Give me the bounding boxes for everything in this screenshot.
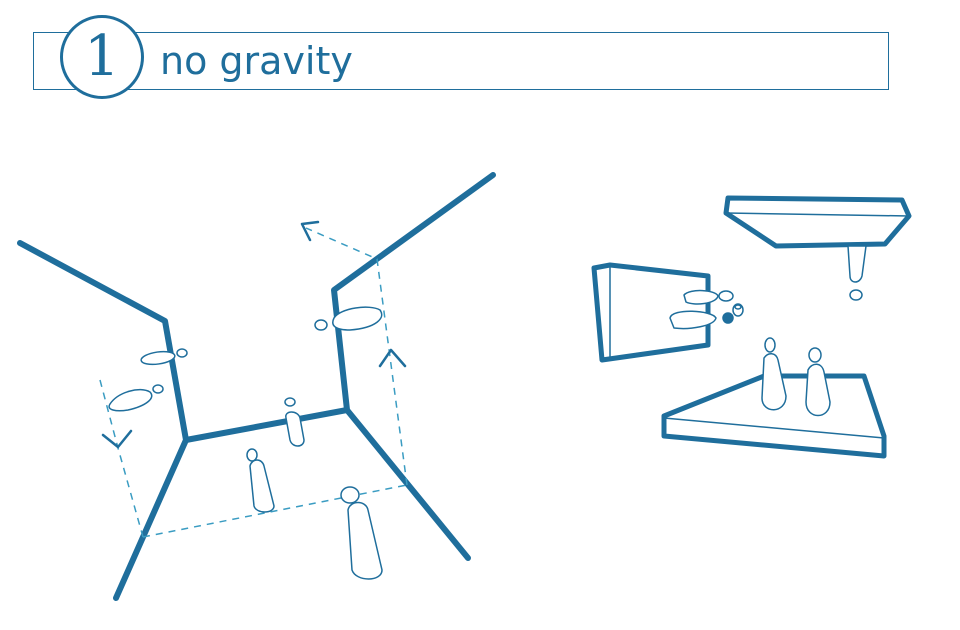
header-frame [33,32,889,90]
figure-left-wall-1 [140,348,188,366]
figure-floor-standing-1 [761,337,787,411]
figure-wall-upper [683,289,734,305]
dashed-path-floor [142,484,408,538]
step-number-badge: 1 [60,15,144,99]
arrow-left-icon [101,429,133,449]
rotation-arrows [101,220,407,449]
figure-ceiling-hanging [847,245,867,301]
figure-floor-front [340,486,383,580]
room-right-wall-edge [331,172,496,561]
floating-block-top [723,195,912,301]
dashed-path-right [305,227,408,486]
arrow-top-icon [300,220,320,242]
figures-left-room [108,306,383,580]
floating-block-floor [661,337,887,459]
figure-left-wall-2 [108,384,164,412]
figure-floor-standing-2 [805,347,831,417]
room-floor-back-edge [183,407,350,443]
floating-block-wall [591,262,744,363]
figure-right-wall [314,306,383,331]
figure-floor-middle [246,448,275,513]
page-title: no gravity [160,39,353,83]
arrow-right-icon [378,348,407,368]
step-number: 1 [84,24,120,89]
figure-wall-lower [669,303,744,330]
room-left-wall-edge [17,240,189,601]
room-perspective [17,172,496,601]
figure-floor-back [284,397,305,447]
